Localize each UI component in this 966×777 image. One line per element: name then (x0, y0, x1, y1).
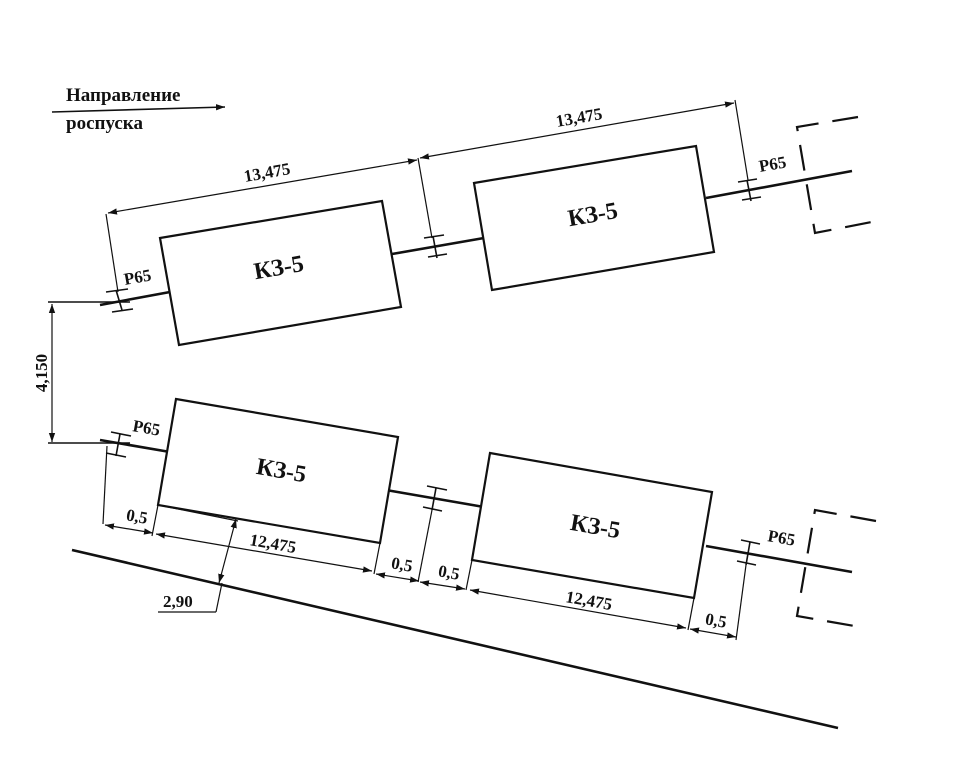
bottom-next-car-dashed (795, 508, 877, 629)
top-track: КЗ-5 КЗ-5 Р65 Р65 13,475 (48, 99, 878, 347)
dim-car2-length-label: 12,475 (564, 587, 613, 614)
bottom-extension-left (102, 445, 108, 525)
top-coupler-left-label: Р65 (122, 265, 152, 288)
dim-overhang-left-label: 0,5 (125, 505, 149, 527)
top-dimension-2 (419, 99, 749, 181)
top-dimension-1 (105, 157, 433, 293)
direction-line1: Направление (66, 85, 180, 106)
top-dimension-1-label: 13,475 (242, 159, 291, 186)
clearance-label: 2,90 (163, 592, 193, 611)
direction-label: Направление роспуска (51, 85, 226, 134)
top-coupler-right (737, 178, 762, 202)
bottom-extension-car1-right (373, 542, 381, 575)
dim-overhang-middle-1-label: 0,5 (390, 553, 414, 575)
clearance-reference-line (157, 504, 239, 522)
direction-line2: роспуска (66, 113, 143, 134)
dim-car1-length (155, 532, 373, 573)
dim-overhang-middle-1 (375, 572, 420, 583)
dim-car1-length-label: 12,475 (248, 530, 297, 557)
bottom-extension-car2-right (687, 597, 695, 631)
top-coupler-middle (423, 234, 448, 259)
bottom-track-axis-right (705, 544, 853, 574)
bottom-coupler-right (736, 539, 761, 566)
dim-overhang-right-label: 0,5 (704, 609, 728, 631)
clearance-dimension (218, 518, 237, 584)
bottom-extension-coupler-middle (417, 509, 433, 583)
top-coupler-right-label: Р65 (757, 152, 787, 175)
bottom-extension-car2-left (465, 559, 473, 591)
dim-car2-length (469, 588, 687, 630)
top-track-axis-left (99, 290, 171, 307)
bottom-track-axis-left (99, 438, 171, 454)
bottom-extension-right (735, 564, 747, 641)
direction-arrow (51, 104, 226, 113)
top-track-axis-right (705, 169, 853, 200)
bottom-coupler-left (105, 431, 132, 458)
clearance-leader-up (215, 582, 223, 613)
top-coupler-left (105, 288, 134, 313)
bottom-track: КЗ-5 КЗ-5 Р65 Р65 (48, 397, 877, 641)
bottom-extension-car1-left (151, 504, 159, 537)
bottom-coupler-left-label: Р65 (131, 416, 161, 439)
bottom-coupler-middle (422, 485, 448, 512)
bottom-track-axis-middle (385, 488, 485, 509)
dim-overhang-right (689, 627, 737, 639)
bottom-coupler-right-label: Р65 (766, 526, 796, 549)
dim-overhang-left (104, 523, 154, 535)
top-track-axis-middle (391, 236, 485, 256)
ground-line (71, 548, 839, 730)
track-spacing-label: 4,150 (32, 354, 51, 392)
dim-overhang-middle-2 (419, 580, 466, 591)
dim-overhang-middle-2-label: 0,5 (437, 561, 461, 583)
top-next-car-dashed (795, 115, 878, 235)
